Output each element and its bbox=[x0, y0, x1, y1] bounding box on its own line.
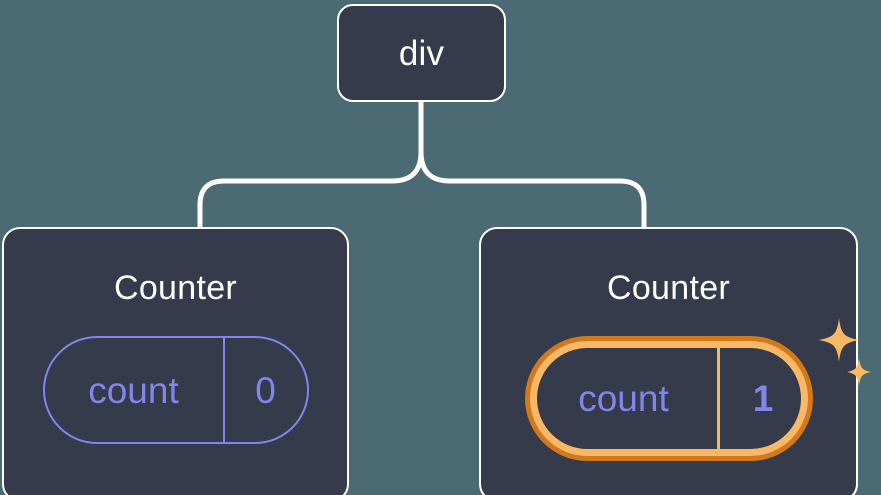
sparkle-icon bbox=[818, 318, 859, 362]
connector-branch-left bbox=[197, 149, 424, 232]
state-value-label: 0 bbox=[222, 338, 307, 442]
node-counter-left-label: Counter bbox=[113, 269, 238, 307]
connector-branch-right bbox=[418, 149, 647, 232]
state-value-label: 1 bbox=[716, 342, 807, 455]
state-key-label: count bbox=[88, 369, 179, 411]
state-badge-count-right[interactable]: count 1 bbox=[524, 336, 813, 461]
node-counter-right[interactable]: Counter count 1 bbox=[479, 227, 871, 495]
state-badge-count-left[interactable]: count 0 bbox=[42, 336, 309, 444]
sparkle-icon bbox=[846, 358, 871, 386]
node-counter-left[interactable]: Counter count 0 bbox=[2, 227, 349, 495]
node-counter-right-label: Counter bbox=[606, 269, 731, 307]
state-key-label: count bbox=[578, 378, 669, 419]
state-pill-wrap-right: count 1 bbox=[524, 318, 871, 461]
state-pill-wrap-left: count 0 bbox=[42, 336, 309, 444]
node-div[interactable]: div bbox=[337, 4, 506, 102]
node-div-label: div bbox=[398, 33, 445, 73]
sparkle-group bbox=[818, 318, 871, 386]
